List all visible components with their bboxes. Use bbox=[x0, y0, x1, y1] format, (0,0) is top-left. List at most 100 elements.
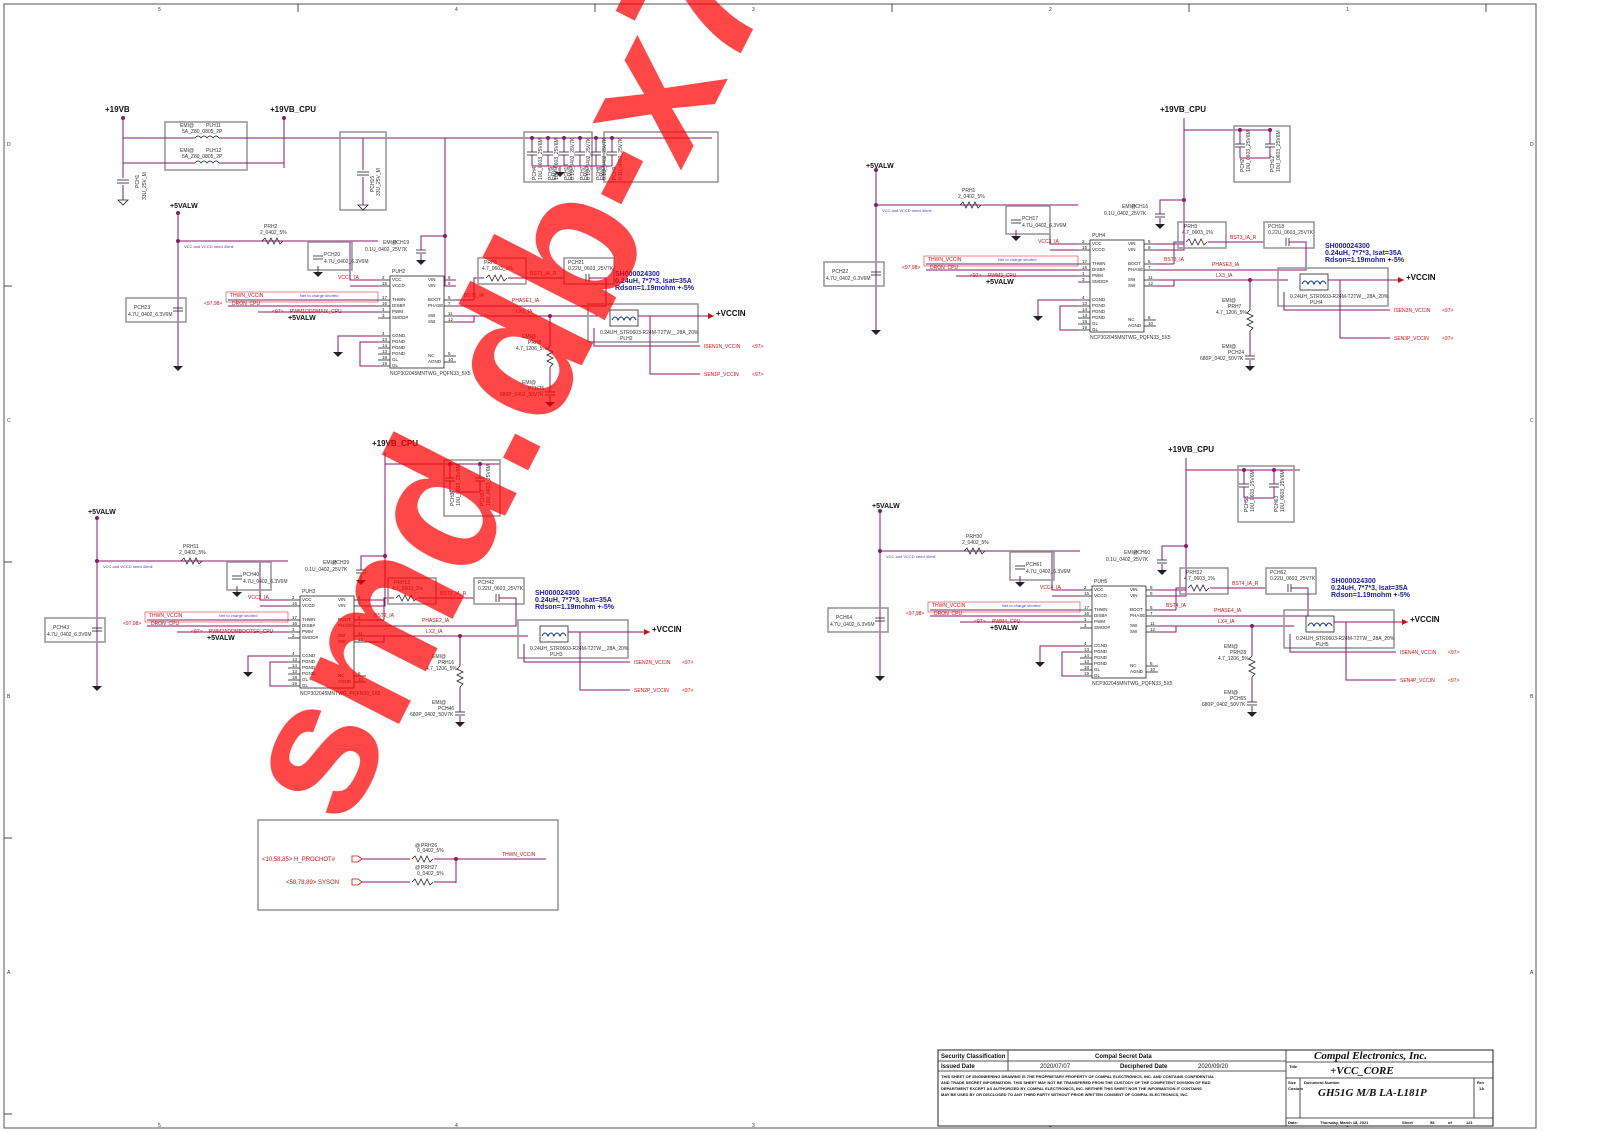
svg-text:PCH15: PCH15 bbox=[370, 176, 376, 192]
svg-text:BOOT: BOOT bbox=[1128, 261, 1141, 266]
vcc-net-label: VCC3_IA bbox=[1038, 239, 1060, 245]
sense-n-signal: ISEN1N_VCCIN bbox=[704, 344, 741, 350]
svg-text:PGND: PGND bbox=[1092, 315, 1106, 320]
svg-text:5A_Z80_0805_2P: 5A_Z80_0805_2P bbox=[182, 154, 223, 160]
svg-text:7: 7 bbox=[358, 621, 361, 626]
svg-text:PCH16: PCH16 bbox=[1132, 204, 1148, 210]
svg-text:680P_0402_50V7K: 680P_0402_50V7K bbox=[500, 392, 544, 398]
compal-secret: Compal Secret Data bbox=[1095, 1054, 1152, 1060]
svg-text:PCH17: PCH17 bbox=[1022, 216, 1038, 222]
ground-icon bbox=[356, 580, 366, 585]
svg-text:SW: SW bbox=[338, 633, 346, 638]
svg-text:NC: NC bbox=[1130, 663, 1137, 668]
svg-text:5: 5 bbox=[448, 295, 451, 300]
svg-text:EMI@: EMI@ bbox=[522, 380, 536, 386]
inductor-note-spec: 0.24uH, 7*7*3, Isat=35A bbox=[1331, 585, 1408, 592]
svg-text:6: 6 bbox=[1150, 661, 1153, 666]
svg-text:<97>: <97> bbox=[1442, 336, 1453, 342]
svg-text:12: 12 bbox=[1150, 627, 1156, 632]
svg-text:4.7U_0402_6.3V6M: 4.7U_0402_6.3V6M bbox=[47, 632, 91, 638]
svg-text:4: 4 bbox=[292, 651, 295, 656]
svg-text:VIN: VIN bbox=[1130, 593, 1138, 598]
svg-text:PHASE: PHASE bbox=[1130, 613, 1145, 618]
inductor-note-part: SH000024300 bbox=[535, 590, 580, 597]
svg-text:2: 2 bbox=[1084, 585, 1087, 590]
svg-text:SW: SW bbox=[428, 319, 436, 324]
offpage-connector-icon bbox=[351, 878, 363, 886]
svg-text:Title: Title bbox=[1289, 1064, 1298, 1069]
inductor-note-spec: 0.24uH, 7*7*3, Isat=35A bbox=[1325, 250, 1402, 257]
svg-text:VCC and VCCD need 40mil: VCC and VCCD need 40mil bbox=[882, 208, 931, 213]
svg-text:PGND: PGND bbox=[302, 665, 316, 670]
svg-text:4.7U_0402_6.3V6M: 4.7U_0402_6.3V6M bbox=[826, 276, 870, 282]
svg-text:14: 14 bbox=[1082, 307, 1088, 312]
svg-text:18: 18 bbox=[292, 675, 298, 680]
svg-text:DISB#: DISB# bbox=[1092, 267, 1106, 272]
svg-text:4.7U_0402_6.3V6M: 4.7U_0402_6.3V6M bbox=[1022, 223, 1066, 229]
svg-text:17: 17 bbox=[1084, 605, 1090, 610]
inductor-ref: PLH3 bbox=[550, 652, 563, 658]
border-row-mark: D bbox=[1530, 142, 1534, 148]
border-row-mark: B bbox=[1530, 694, 1534, 700]
offpage-connector-icon bbox=[351, 855, 363, 863]
svg-text:EMI@: EMI@ bbox=[383, 240, 397, 246]
svg-text:4.7_1206_5%: 4.7_1206_5% bbox=[1218, 656, 1249, 662]
resistor-rvcc-icon bbox=[261, 237, 284, 245]
svg-text:PCH5: PCH5 bbox=[548, 166, 554, 180]
svg-text:680P_0402_50V7K: 680P_0402_50V7K bbox=[1200, 356, 1244, 362]
svg-text:5: 5 bbox=[1148, 259, 1151, 264]
svg-text:PGND: PGND bbox=[302, 659, 316, 664]
ground-icon bbox=[416, 260, 426, 265]
svg-text:9: 9 bbox=[358, 601, 361, 606]
inductor-note-rdson: Rdson=1.19mohm +-5% bbox=[1325, 257, 1405, 264]
sense-p-signal: SEN1P_VCCIN bbox=[704, 372, 739, 378]
svg-text:PCH9: PCH9 bbox=[612, 166, 618, 180]
pwm-signal: PWM2ADDMBOOTSR_CPU bbox=[209, 629, 274, 635]
svg-text:4.7_0603_1%: 4.7_0603_1% bbox=[1184, 576, 1215, 582]
svg-text:8: 8 bbox=[358, 595, 361, 600]
svg-text:VIN: VIN bbox=[428, 283, 436, 288]
svg-text:PHASE: PHASE bbox=[428, 303, 443, 308]
svg-text:VCC: VCC bbox=[1092, 241, 1102, 246]
driver-ic-part: NCP302045MNTWG_PQFN33_5X5 bbox=[390, 371, 471, 377]
svg-text:NC: NC bbox=[1128, 317, 1135, 322]
svg-text:VIN: VIN bbox=[428, 277, 436, 282]
svg-text:AGND: AGND bbox=[1128, 323, 1142, 328]
svg-text:PGND: PGND bbox=[1092, 309, 1106, 314]
svg-text:PWM: PWM bbox=[1094, 619, 1105, 624]
svg-text:16: 16 bbox=[1084, 611, 1090, 616]
svg-text:19: 19 bbox=[1082, 325, 1088, 330]
svg-text:PGND: PGND bbox=[1092, 303, 1106, 308]
svg-text:0.22U_0603_25V7K: 0.22U_0603_25V7K bbox=[478, 586, 524, 592]
svg-text:PGND: PGND bbox=[392, 351, 406, 356]
svg-text:PCH65: PCH65 bbox=[1230, 696, 1246, 702]
syson-signal: <58,78,89> SYSON bbox=[286, 880, 339, 886]
inductor-part: 0.24UH_STR0603-R24M-T2TW__28A_20% bbox=[1290, 294, 1389, 300]
lx-net-label: LX1_IA bbox=[516, 309, 533, 315]
thwn-signal: THWN_VCCIN bbox=[230, 293, 264, 299]
svg-text:<97>: <97> bbox=[682, 688, 693, 694]
svg-text:GL: GL bbox=[1092, 321, 1099, 326]
pwm-signal: PWM1ODDMAIX_CPU bbox=[290, 309, 342, 315]
driver-ic-ref: PUH5 bbox=[1094, 579, 1108, 585]
svg-text:PCH18: PCH18 bbox=[1268, 224, 1284, 230]
svg-text:33U_25V_M: 33U_25V_M bbox=[142, 172, 148, 200]
phase-net-label: PHASE1_IA bbox=[512, 298, 540, 304]
svg-text:PRH27: PRH27 bbox=[421, 865, 437, 871]
resistor-rvcc-icon bbox=[959, 201, 982, 209]
ground-icon bbox=[1245, 366, 1255, 371]
svg-text:7: 7 bbox=[1148, 265, 1151, 270]
power-inductor-icon bbox=[541, 632, 567, 638]
svg-text:PCH1: PCH1 bbox=[135, 174, 141, 188]
rail-5valw-label: +5VALW bbox=[170, 203, 198, 210]
svg-text:PCH22: PCH22 bbox=[832, 269, 848, 275]
svg-text:10U_0603_25V6M: 10U_0603_25V6M bbox=[1276, 130, 1282, 172]
svg-text:PCH33: PCH33 bbox=[480, 490, 486, 506]
svg-text:8: 8 bbox=[448, 275, 451, 280]
resistor-rbst-icon bbox=[485, 274, 508, 282]
svg-text:SMOD#: SMOD# bbox=[302, 635, 319, 640]
svg-text:THWN: THWN bbox=[392, 297, 406, 302]
border-row-mark: D bbox=[7, 142, 11, 148]
